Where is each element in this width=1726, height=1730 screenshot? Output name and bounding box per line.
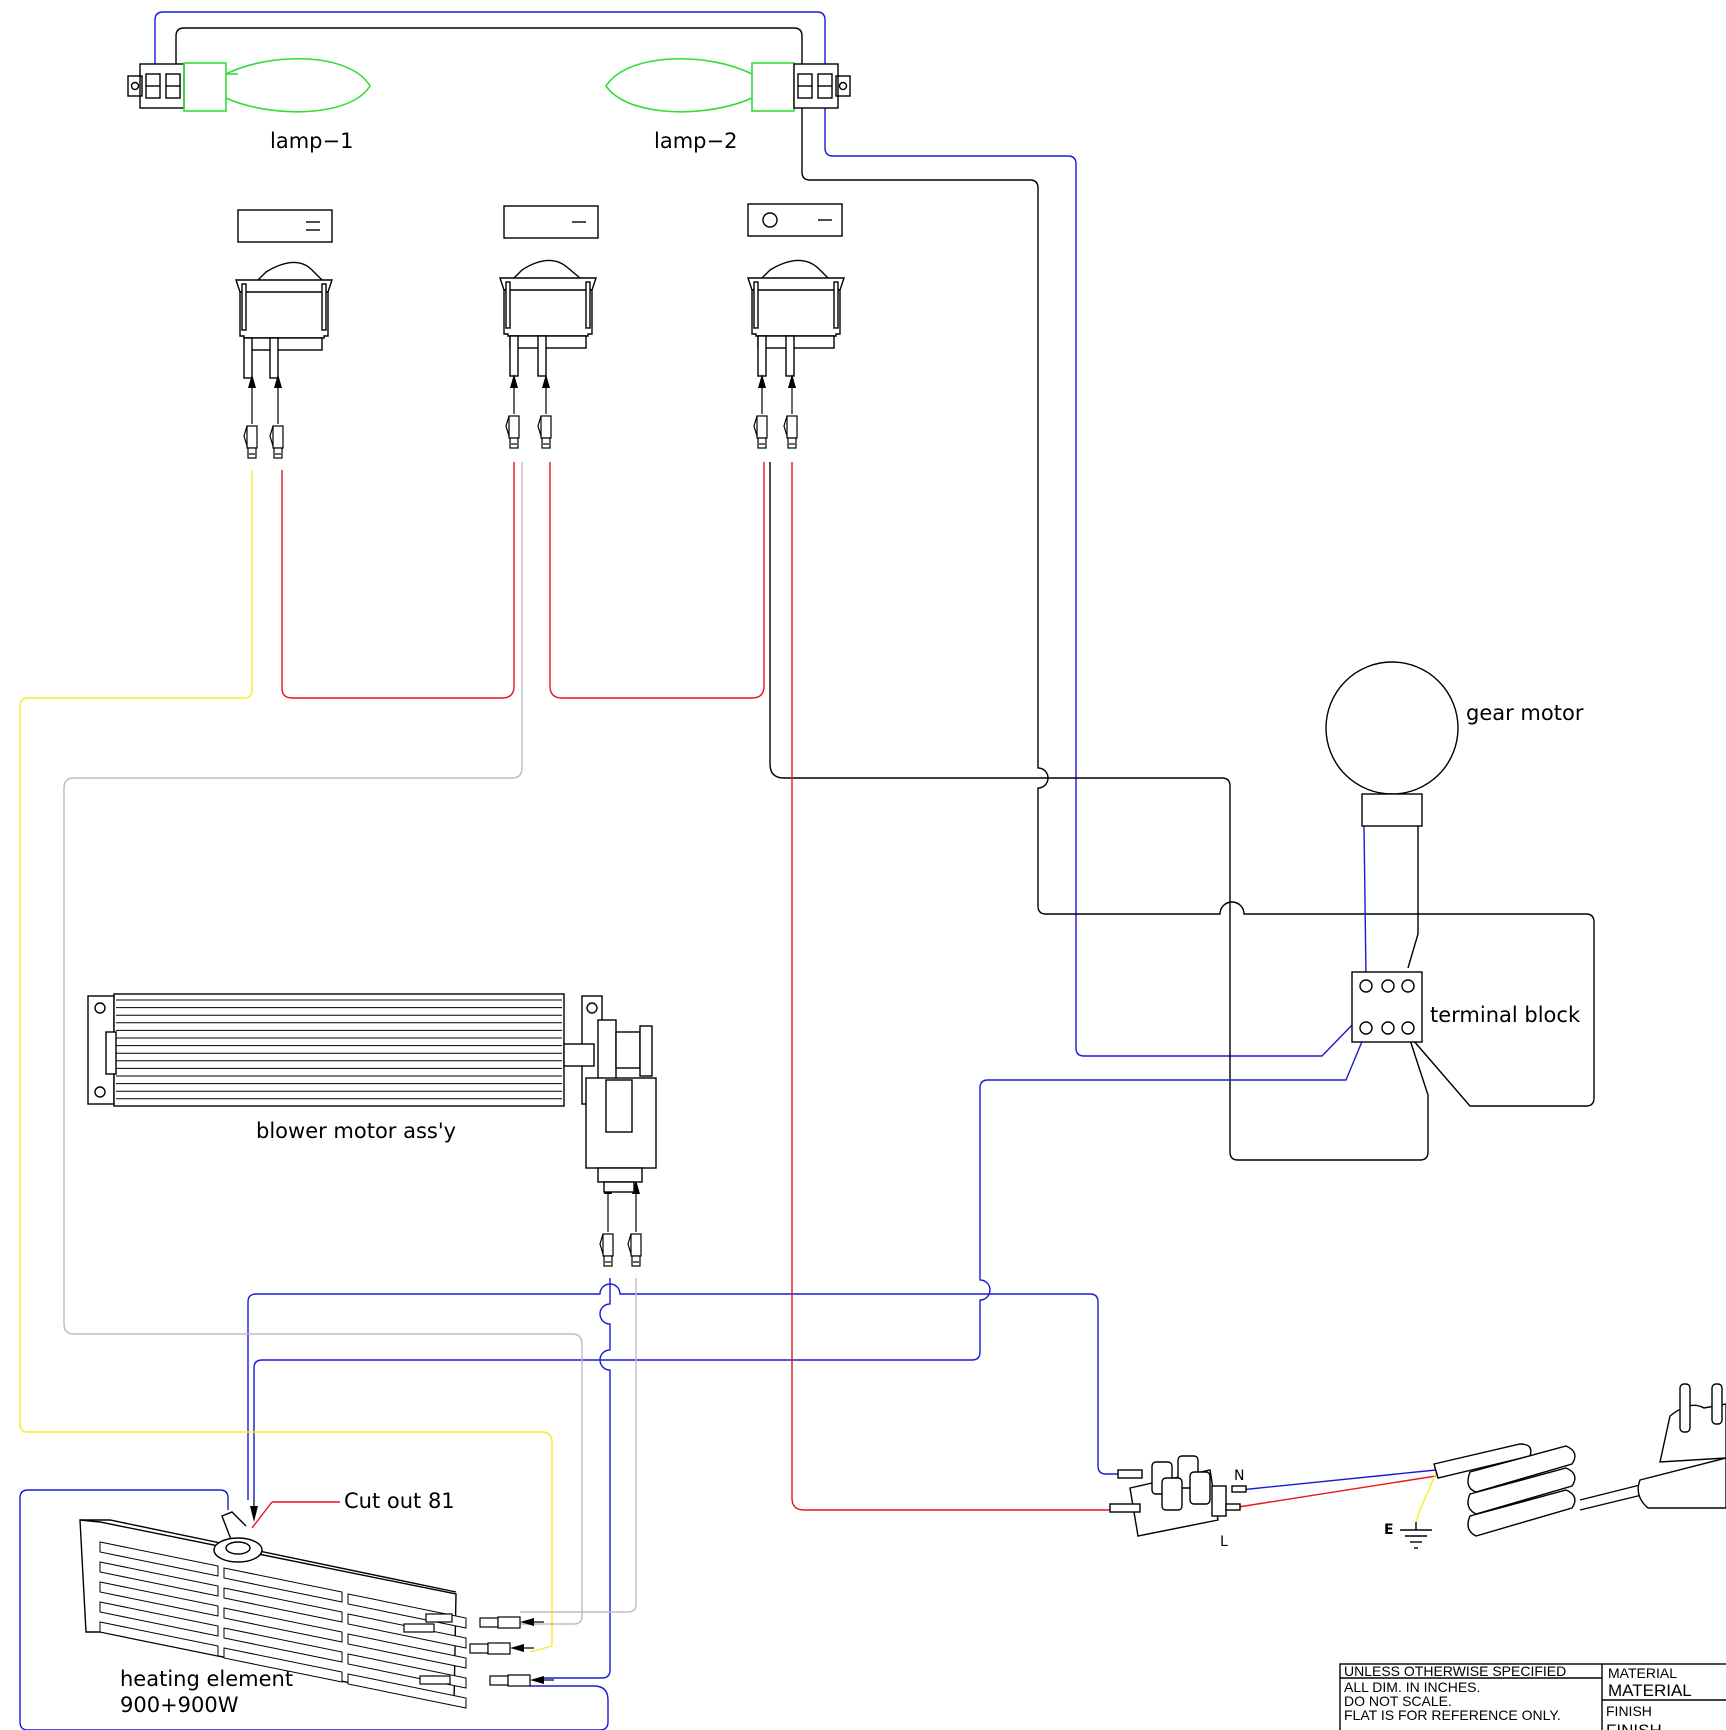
tb-material-value: MATERIAL (1608, 1681, 1692, 1700)
heating-label-2: 900+900W (120, 1693, 239, 1717)
earth-symbol: E (1384, 1522, 1432, 1549)
wire-blue-neutral (247, 1283, 1130, 1500)
wire-blue-heater-loop (19, 1489, 609, 1730)
mains-connector: N L (1109, 1455, 1247, 1550)
tb-note-1: UNLESS OTHERWISE SPECIFIED (1344, 1663, 1566, 1679)
wire-black-switch3-loop (769, 462, 1429, 1161)
tb-finish-value: FINISH (1606, 1721, 1662, 1730)
wire-blue-gear-motor (1363, 825, 1367, 977)
wire-black-lamp-top (175, 27, 1595, 1107)
blower-terminal-left (599, 1180, 614, 1267)
wire-red-switch2-switch3 (549, 462, 765, 699)
neutral-label: N (1234, 1468, 1244, 1484)
heating-label-1: heating element (120, 1667, 293, 1691)
switch-3 (747, 203, 845, 377)
wire-red-plug (1231, 1475, 1437, 1509)
wire-red-switch3-live (791, 462, 1120, 1511)
wire-grey-blower-heater (520, 1278, 637, 1613)
power-plug (1433, 1383, 1726, 1537)
wires (19, 11, 1595, 1730)
heater-terminal-3 (489, 1674, 554, 1687)
terminal-block: terminal block (1351, 971, 1581, 1043)
wire-yellow-switch1-heater (19, 470, 553, 1653)
switch-2-terminal-left (505, 374, 520, 449)
tb-note-3: DO NOT SCALE. (1344, 1693, 1452, 1709)
wire-blue-terminal-down (253, 1031, 1367, 1500)
switch-1-terminal-right (269, 374, 284, 459)
cutout-label: Cut out 81 (344, 1489, 455, 1513)
switch-2-terminal-right (537, 374, 552, 449)
blower-terminal-right (627, 1180, 642, 1267)
heater-tab-3 (419, 1675, 451, 1685)
wire-yellow-earth (1415, 1472, 1437, 1523)
switch-1 (235, 209, 333, 379)
tb-note-2: ALL DIM. IN INCHES. (1344, 1679, 1480, 1695)
wire-grey-switch2-heater (63, 462, 583, 1625)
heater-terminal-1 (479, 1616, 544, 1629)
heating-element: Cut out 81 heating element 900+900W (79, 1489, 467, 1717)
lamp-2: lamp−2 (605, 57, 851, 153)
wire-blue-lamp-top (154, 11, 1356, 1057)
blower-motor: blower motor ass'y (87, 993, 657, 1193)
gear-motor-label: gear motor (1466, 701, 1584, 725)
tb-note-4: FLAT IS FOR REFERENCE ONLY. (1344, 1707, 1561, 1723)
wire-red-switch1-switch2 (281, 462, 515, 699)
live-label: L (1220, 1534, 1228, 1550)
heater-tab-2 (403, 1623, 435, 1633)
wire-blue-plug (1239, 1469, 1437, 1491)
lamp-1: lamp−1 (127, 57, 371, 153)
tb-finish-caption: FINISH (1606, 1703, 1652, 1719)
switch-terminals (243, 374, 798, 1267)
switch-3-terminal-right (783, 374, 798, 449)
wire-blue-blower (540, 1278, 611, 1679)
blower-label: blower motor ass'y (256, 1119, 456, 1143)
gear-motor: gear motor (1325, 661, 1584, 827)
earth-label: E (1384, 1522, 1394, 1538)
cutout-arrow-head (250, 1506, 258, 1522)
lamp-1-label: lamp−1 (270, 129, 353, 153)
wire-black-gear-motor (1407, 826, 1419, 969)
lamp-2-label: lamp−2 (654, 129, 737, 153)
heater-terminal-2 (469, 1642, 534, 1655)
heater-tab-1 (425, 1613, 453, 1623)
heater-terminals (250, 1500, 554, 1687)
switch-1-terminal-left (243, 374, 258, 459)
tb-material-caption: MATERIAL (1608, 1665, 1677, 1681)
switch-3-terminal-left (753, 374, 768, 449)
title-block: UNLESS OTHERWISE SPECIFIED ALL DIM. IN I… (1339, 1663, 1726, 1730)
terminal-block-label: terminal block (1430, 1003, 1581, 1027)
switch-2 (499, 205, 599, 377)
